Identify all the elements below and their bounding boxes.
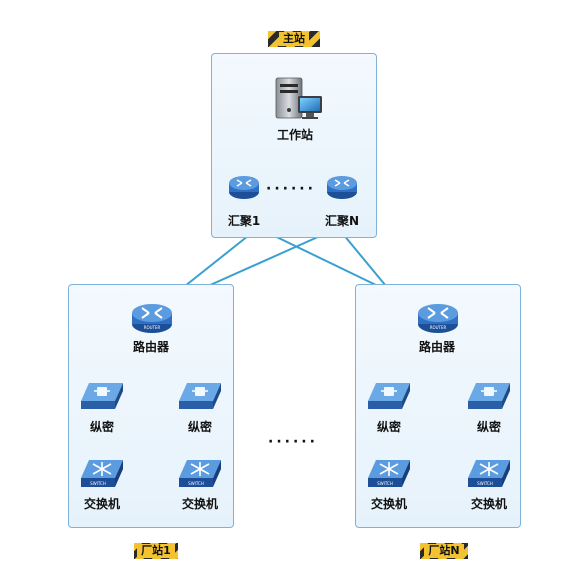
aggregation-ellipsis: ······ xyxy=(266,181,316,197)
plant-1-encryptor-right-label: 纵密 xyxy=(187,420,212,434)
router-icon: ROUTER xyxy=(418,304,458,333)
svg-text:ROUTER: ROUTER xyxy=(144,325,161,330)
plant-1-encryptor-left-label: 纵密 xyxy=(89,420,114,434)
svg-text:ROUTER: ROUTER xyxy=(430,325,447,330)
router-icon xyxy=(327,176,357,199)
switch-icon: SWITCH xyxy=(81,460,123,487)
plant-n-switch-right-label: 交换机 xyxy=(470,497,507,511)
plant-1-router-label: 路由器 xyxy=(132,340,169,354)
svg-text:SWITCH: SWITCH xyxy=(477,481,493,486)
server-monitor-icon xyxy=(275,77,322,119)
encryption-device-icon xyxy=(368,383,410,409)
plant-1-switch-right-label: 交换机 xyxy=(181,497,218,511)
aggregation-n-label: 汇聚N xyxy=(324,214,360,228)
plant-n-encryptor-left-label: 纵密 xyxy=(376,420,401,434)
plants-ellipsis: ······ xyxy=(268,434,318,450)
svg-text:SWITCH: SWITCH xyxy=(377,481,393,486)
switch-icon: SWITCH xyxy=(179,460,221,487)
plant-1-tag: 厂站1 xyxy=(134,543,178,559)
encryption-device-icon xyxy=(179,383,221,409)
router-icon: ROUTER xyxy=(132,304,172,333)
aggregation-1-label: 汇聚1 xyxy=(227,214,261,228)
master-station-tag: 主站 xyxy=(268,31,320,47)
switch-icon: SWITCH xyxy=(368,460,410,487)
plant-n-switch-left-label: 交换机 xyxy=(370,497,407,511)
svg-text:SWITCH: SWITCH xyxy=(188,481,204,486)
plant-n-encryptor-right-label: 纵密 xyxy=(476,420,501,434)
encryption-device-icon xyxy=(81,383,123,409)
plant-1-switch-left-label: 交换机 xyxy=(83,497,120,511)
plant-n-tag: 厂站N xyxy=(420,543,468,559)
plant-1-tag-label: 厂站1 xyxy=(137,544,175,558)
workstation-label: 工作站 xyxy=(276,128,313,142)
plant-n-tag-label: 厂站N xyxy=(424,544,464,558)
switch-icon: SWITCH xyxy=(468,460,510,487)
encryption-device-icon xyxy=(468,383,510,409)
master-station-tag-label: 主站 xyxy=(279,32,309,46)
router-icon xyxy=(229,176,259,199)
svg-text:SWITCH: SWITCH xyxy=(90,481,106,486)
plant-n-router-label: 路由器 xyxy=(418,340,455,354)
